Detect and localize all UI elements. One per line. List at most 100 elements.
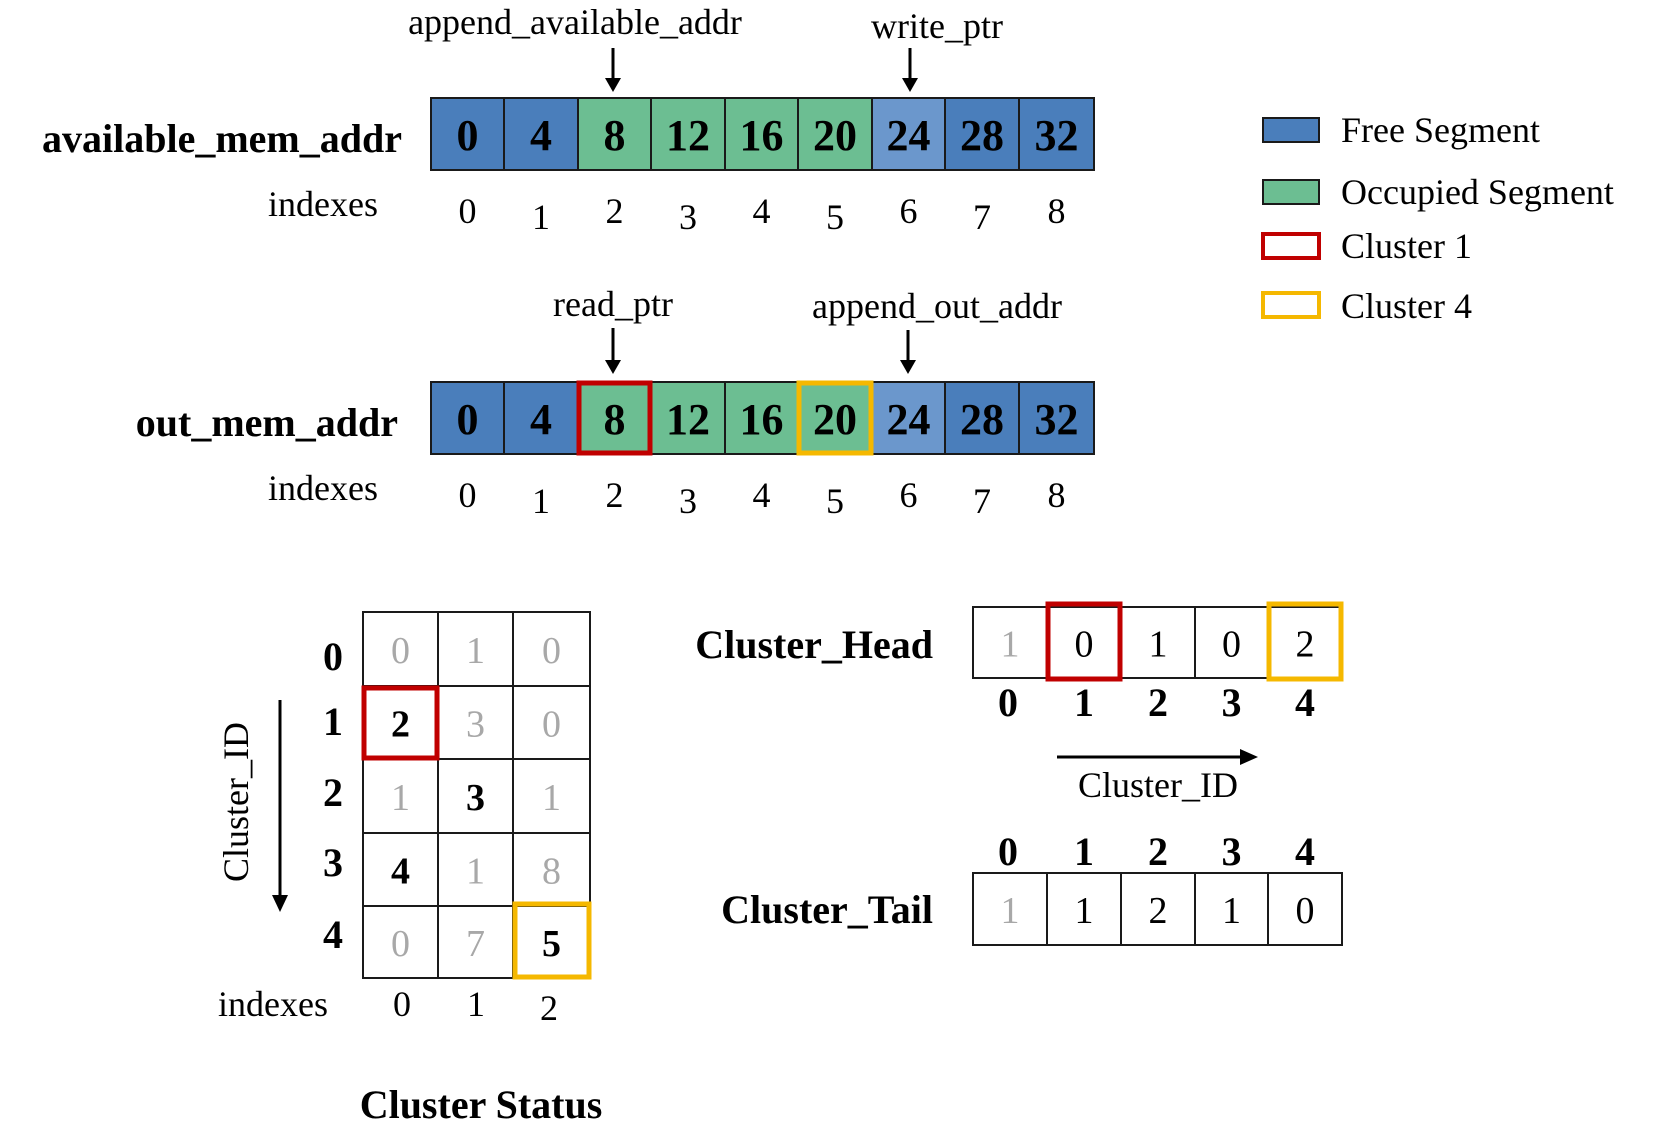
avail-cells-cell-4 bbox=[724, 97, 799, 171]
avail-cells-cell-6 bbox=[871, 97, 946, 171]
tail-cells-value-3: 1 bbox=[1222, 890, 1241, 932]
avail-idx-5: 5 bbox=[826, 197, 844, 237]
status-col-id-1: 1 bbox=[467, 984, 485, 1024]
tail-ids-3: 3 bbox=[1222, 829, 1242, 874]
avail-cells-value-7: 28 bbox=[960, 111, 1004, 160]
avail-cells-value-2: 8 bbox=[604, 111, 626, 160]
read-ptr-arrow bbox=[605, 328, 621, 374]
status-cell-4-0 bbox=[362, 905, 439, 979]
status-value-3-0: 4 bbox=[391, 851, 410, 893]
out-cells-value-6: 24 bbox=[887, 395, 931, 444]
out-cells-value-0: 0 bbox=[457, 395, 479, 444]
write-ptr-label: write_ptr bbox=[871, 6, 1003, 46]
avail-cells-value-6: 24 bbox=[887, 111, 931, 160]
legend-cluster4-label: Cluster 4 bbox=[1341, 286, 1472, 326]
legend-occupied-swatch bbox=[1262, 179, 1320, 205]
out-indexes-label: indexes bbox=[268, 468, 378, 508]
head-cluster4-highlight bbox=[1266, 601, 1344, 682]
out-cells-cell-5 bbox=[797, 381, 873, 455]
tail-ids-1: 1 bbox=[1074, 829, 1094, 874]
legend: Free Segment Occupied Segment Cluster 1 … bbox=[1261, 110, 1614, 326]
head-ids-3: 3 bbox=[1222, 680, 1242, 725]
status-row-id-2: 2 bbox=[323, 770, 343, 815]
write-ptr-arrow bbox=[902, 48, 918, 92]
head-cells-value-3: 0 bbox=[1222, 624, 1241, 666]
status-row-id-4: 4 bbox=[323, 912, 343, 957]
avail-cells-cell-1 bbox=[503, 97, 579, 171]
out-cluster4-highlight bbox=[796, 380, 874, 456]
head-cells-cell-0 bbox=[972, 606, 1048, 679]
append-available-addr-label: append_available_addr bbox=[408, 2, 742, 42]
avail-idx-7: 7 bbox=[973, 197, 991, 237]
cluster-tail-ids: 0 1 2 3 4 bbox=[998, 829, 1315, 874]
read-ptr-label: read_ptr bbox=[553, 284, 673, 324]
out-cells-cell-4 bbox=[724, 381, 799, 455]
out-cells-cell-1 bbox=[503, 381, 579, 455]
legend-cluster1-swatch bbox=[1261, 232, 1321, 260]
status-cell-0-2 bbox=[512, 611, 591, 687]
status-value-3-2: 8 bbox=[542, 851, 561, 893]
out-cells-value-8: 32 bbox=[1035, 395, 1079, 444]
out-cells-value-5: 20 bbox=[813, 395, 857, 444]
status-cell-3-2 bbox=[512, 832, 591, 907]
status-value-1-2: 0 bbox=[542, 704, 561, 746]
avail-cells-value-1: 4 bbox=[530, 111, 552, 160]
avail-cells-cell-0 bbox=[430, 97, 505, 171]
cluster-id-arrow bbox=[1057, 749, 1258, 765]
status-value-2-0: 1 bbox=[391, 777, 410, 819]
status-value-4-2: 5 bbox=[542, 923, 561, 965]
status-value-2-1: 3 bbox=[466, 777, 485, 819]
status-cell-4-1 bbox=[437, 905, 514, 979]
cluster-head-axis-label: Cluster_ID bbox=[1078, 765, 1238, 805]
cluster-status-axis-arrow bbox=[272, 700, 288, 912]
avail-cells-value-3: 12 bbox=[666, 111, 710, 160]
head-cells-value-2: 1 bbox=[1149, 624, 1168, 666]
tail-cells-value-1: 1 bbox=[1075, 890, 1094, 932]
avail-cells-value-8: 32 bbox=[1035, 111, 1079, 160]
avail-cells-value-0: 0 bbox=[457, 111, 479, 160]
status-cell-0-1 bbox=[437, 611, 514, 687]
cluster-status-title: Cluster Status bbox=[360, 1082, 603, 1123]
legend-free-swatch bbox=[1262, 117, 1320, 143]
tail-cells-value-0: 1 bbox=[1001, 890, 1020, 932]
head-ids-4: 4 bbox=[1295, 680, 1315, 725]
out-cells-value-3: 12 bbox=[666, 395, 710, 444]
out-idx-8: 8 bbox=[1048, 475, 1066, 515]
cluster-status-axis-label: Cluster_ID bbox=[216, 722, 256, 882]
avail-idx-8: 8 bbox=[1048, 191, 1066, 231]
avail-cells-cell-7 bbox=[944, 97, 1020, 171]
status-value-1-0: 2 bbox=[391, 704, 410, 746]
tail-ids-0: 0 bbox=[998, 829, 1018, 874]
out-idx-1: 1 bbox=[532, 481, 550, 521]
out-cells-cell-0 bbox=[430, 381, 505, 455]
avail-idx-6: 6 bbox=[900, 191, 918, 231]
head-cells-value-4: 2 bbox=[1296, 624, 1315, 666]
legend-cluster4-swatch bbox=[1261, 291, 1321, 319]
tail-ids-4: 4 bbox=[1295, 829, 1315, 874]
legend-cluster1-label: Cluster 1 bbox=[1341, 226, 1472, 266]
status-row-id-3: 3 bbox=[323, 840, 343, 885]
avail-cells-cell-2 bbox=[577, 97, 652, 171]
out-idx-4: 4 bbox=[753, 475, 771, 515]
status-cell-1-2 bbox=[512, 685, 591, 760]
status-value-0-1: 1 bbox=[466, 630, 485, 672]
append-out-addr-arrow bbox=[900, 330, 916, 374]
tail-cells-value-2: 2 bbox=[1149, 890, 1168, 932]
tail-ids-2: 2 bbox=[1148, 829, 1168, 874]
status-value-3-1: 1 bbox=[466, 851, 485, 893]
tail-cells-value-4: 0 bbox=[1296, 890, 1315, 932]
out-cells-cell-7 bbox=[944, 381, 1020, 455]
avail-idx-4: 4 bbox=[753, 191, 771, 231]
avail-cells-cell-8 bbox=[1018, 97, 1095, 171]
head-cells-value-1: 0 bbox=[1075, 624, 1094, 666]
cluster-status-indexes-label: indexes bbox=[218, 984, 328, 1024]
available-mem-addr-label: available_mem_addr bbox=[42, 116, 402, 161]
append-out-addr-label: append_out_addr bbox=[812, 286, 1062, 326]
head-ids-2: 2 bbox=[1148, 680, 1168, 725]
